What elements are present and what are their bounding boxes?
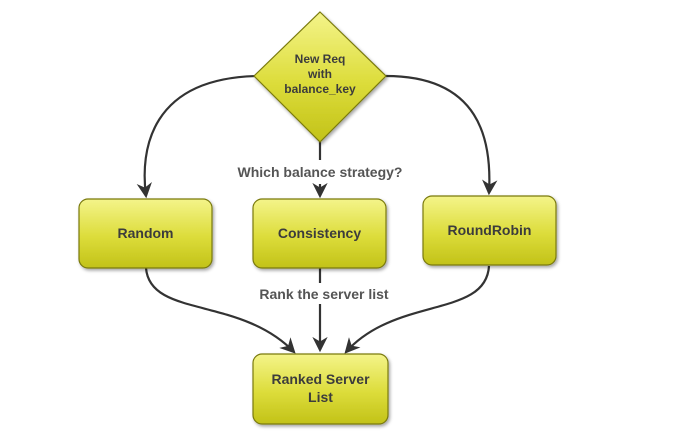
- node-random: [78, 198, 213, 269]
- decision-label-line-1: New Req: [295, 52, 346, 66]
- decision-label-line-3: balance_key: [284, 82, 356, 96]
- merge-label: Rank the server list: [259, 286, 389, 302]
- edge-decision-to-random: [136, 74, 259, 199]
- edge-random-to-result: [144, 267, 296, 354]
- edge-decision-to-roundrobin: [385, 74, 498, 196]
- node-ranked-server-list: [252, 353, 389, 425]
- result-label-line-1: Ranked Server: [271, 371, 370, 387]
- node-roundrobin: [422, 195, 557, 266]
- edge-roundrobin-to-result: [344, 265, 491, 354]
- node-consistency: [252, 198, 387, 269]
- node-consistency-label: Consistency: [278, 225, 361, 241]
- node-random-label: Random: [118, 225, 174, 241]
- decision-label-line-2: with: [307, 67, 332, 81]
- node-roundrobin-label: RoundRobin: [448, 222, 532, 238]
- decision-node-new-req: [253, 11, 387, 143]
- branch-label: Which balance strategy?: [238, 164, 403, 180]
- result-label-line-2: List: [308, 389, 333, 405]
